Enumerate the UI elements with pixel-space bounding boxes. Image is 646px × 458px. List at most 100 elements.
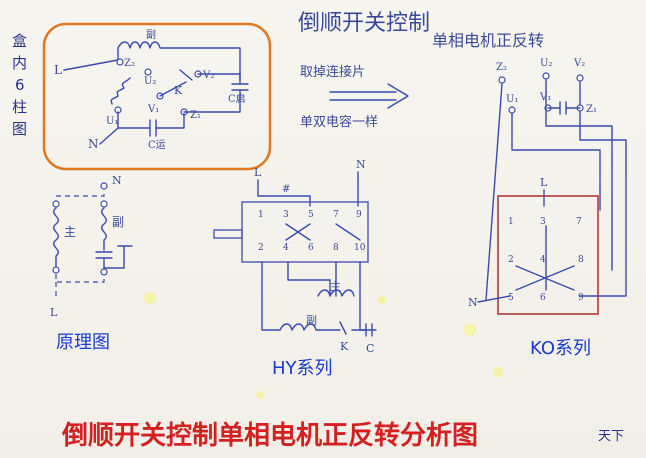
- principle-dashed-bottom: [55, 274, 105, 300]
- ko-series-diagram: Z₂ U₂ V₂ U₁ V₁ Z₁ L 1 3 7 2 4 8 5 6 9 N …: [468, 58, 627, 359]
- ko-internal-links: [515, 225, 575, 291]
- terminal-z2: [116, 58, 124, 66]
- principle-label-l: L: [50, 306, 58, 319]
- ko-terminal-label: 6: [540, 293, 546, 303]
- side-label-char: 6: [15, 76, 25, 94]
- ko-terminal-label: 8: [578, 255, 584, 265]
- label-z2: Z₂: [124, 58, 135, 69]
- hy-label-main: 主: [330, 280, 341, 293]
- ko-terminal-label: 7: [576, 217, 582, 227]
- principle-capacitor: [95, 251, 113, 269]
- label-k: K: [174, 84, 183, 97]
- ko-caption: KO系列: [530, 338, 591, 359]
- aux-coil: [117, 41, 176, 49]
- ko-label-u2: U₂: [540, 58, 552, 69]
- light-spot: [256, 391, 264, 399]
- hy-main-coil: [317, 289, 355, 297]
- hy-terminal-label: 6: [308, 243, 314, 253]
- label-u2: U₂: [144, 76, 156, 87]
- ko-label-z2: Z₂: [496, 62, 507, 73]
- light-spot: [464, 324, 476, 336]
- ko-terminal: [508, 106, 516, 114]
- label-fu: 副: [146, 29, 156, 41]
- ko-terminal-label: 3: [540, 217, 546, 227]
- principle-label-n: N: [112, 174, 122, 187]
- ko-terminal-label: 5: [508, 293, 514, 303]
- switch-k: [159, 69, 193, 97]
- bottom-banner-title: 倒顺开关控制单相电机正反转分析图: [61, 421, 478, 451]
- hy-series-diagram: L N # 1 3 5 7 9 2 4 6 8 10 主 副 K C HY系列: [213, 158, 377, 379]
- hy-terminal-label: 3: [283, 210, 289, 220]
- wire-L: [63, 47, 119, 71]
- principle-caption: 原理图: [56, 332, 110, 353]
- principle-switch: [103, 245, 133, 269]
- ko-terminal-label: 2: [508, 255, 514, 265]
- wire-aux-out: [174, 47, 241, 81]
- principle-label-aux: 副: [112, 215, 124, 229]
- run-capacitor: [99, 111, 185, 145]
- ko-terminal-label: 4: [540, 255, 546, 265]
- ko-label-n: N: [468, 296, 478, 309]
- principle-terminal: [100, 200, 108, 208]
- top-left-wiring: L 副 Z₂ U₂ U₁ V₁ V₂ K Z₁ C启 N C运: [42, 22, 272, 171]
- ko-terminal-label: 1: [508, 217, 514, 227]
- note-remove-link: 取掉连接片: [300, 64, 365, 80]
- start-capacitor: [183, 73, 249, 113]
- principle-terminal: [100, 268, 108, 276]
- label-c-run: C运: [148, 139, 166, 151]
- side-label: 盒 内 6 柱 图: [12, 32, 27, 138]
- highlight-frame: [42, 22, 272, 171]
- side-label-char: 内: [12, 54, 27, 72]
- ko-terminal: [498, 76, 506, 84]
- principle-label-main: 主: [64, 225, 76, 239]
- hy-terminal-label: 5: [308, 210, 314, 220]
- sub-handwritten-title: 单相电机正反转: [432, 31, 544, 50]
- label-z1: Z₁: [190, 110, 201, 121]
- ko-terminal: [576, 74, 584, 82]
- label-N: N: [88, 137, 99, 151]
- hy-switch-handle: [213, 229, 243, 239]
- hy-terminal-label: 10: [354, 243, 366, 253]
- label-v2: V₂: [202, 70, 214, 81]
- note-capacitor-same: 单双电容一样: [300, 114, 378, 130]
- hy-terminal-label: 1: [258, 210, 264, 220]
- ko-connection-wires: [485, 79, 627, 301]
- principle-main-coil: [53, 207, 59, 267]
- hy-label-n: N: [356, 158, 366, 171]
- ko-label-v2: V₂: [573, 58, 585, 69]
- hy-terminal-label: 9: [356, 210, 362, 220]
- hy-label-aux: 副: [306, 314, 317, 327]
- hy-terminal-label: 7: [333, 210, 339, 220]
- terminal-u2: [144, 68, 152, 76]
- label-c-start: C启: [228, 92, 246, 105]
- ko-switch-box: [497, 195, 599, 315]
- main-handwritten-title: 倒顺开关控制: [298, 11, 430, 36]
- transform-arrow: [329, 83, 409, 109]
- ko-label-v1: V₁: [539, 92, 551, 103]
- light-spot: [378, 296, 386, 304]
- principle-aux-coil: [101, 207, 107, 251]
- label-u1: U₁: [106, 116, 118, 127]
- label-L: L: [54, 63, 62, 77]
- ko-label-z1: Z₁: [586, 104, 597, 115]
- hy-link-mark: #: [282, 184, 290, 195]
- ko-label-l: L: [540, 176, 548, 189]
- hy-internal-links: [285, 223, 361, 241]
- ko-terminal: [542, 72, 550, 80]
- principle-terminal: [52, 266, 60, 274]
- hy-label-k: K: [340, 340, 349, 353]
- label-v1: V₁: [147, 104, 159, 115]
- hy-output-wires: [261, 261, 377, 331]
- hy-label-l: L: [254, 166, 262, 179]
- principle-terminal: [52, 200, 60, 208]
- hy-label-c: C: [366, 342, 374, 355]
- hy-supply-wires: [257, 171, 359, 207]
- main-coil: [110, 77, 131, 105]
- ko-n-wire: [477, 295, 511, 303]
- hy-aux-branch: [279, 321, 373, 337]
- watermark-text: 天下: [598, 429, 624, 444]
- ko-label-u1: U₁: [506, 94, 518, 105]
- side-label-char: 盒: [12, 32, 27, 50]
- principle-diagram: N 主 副 L 原理图: [50, 174, 133, 353]
